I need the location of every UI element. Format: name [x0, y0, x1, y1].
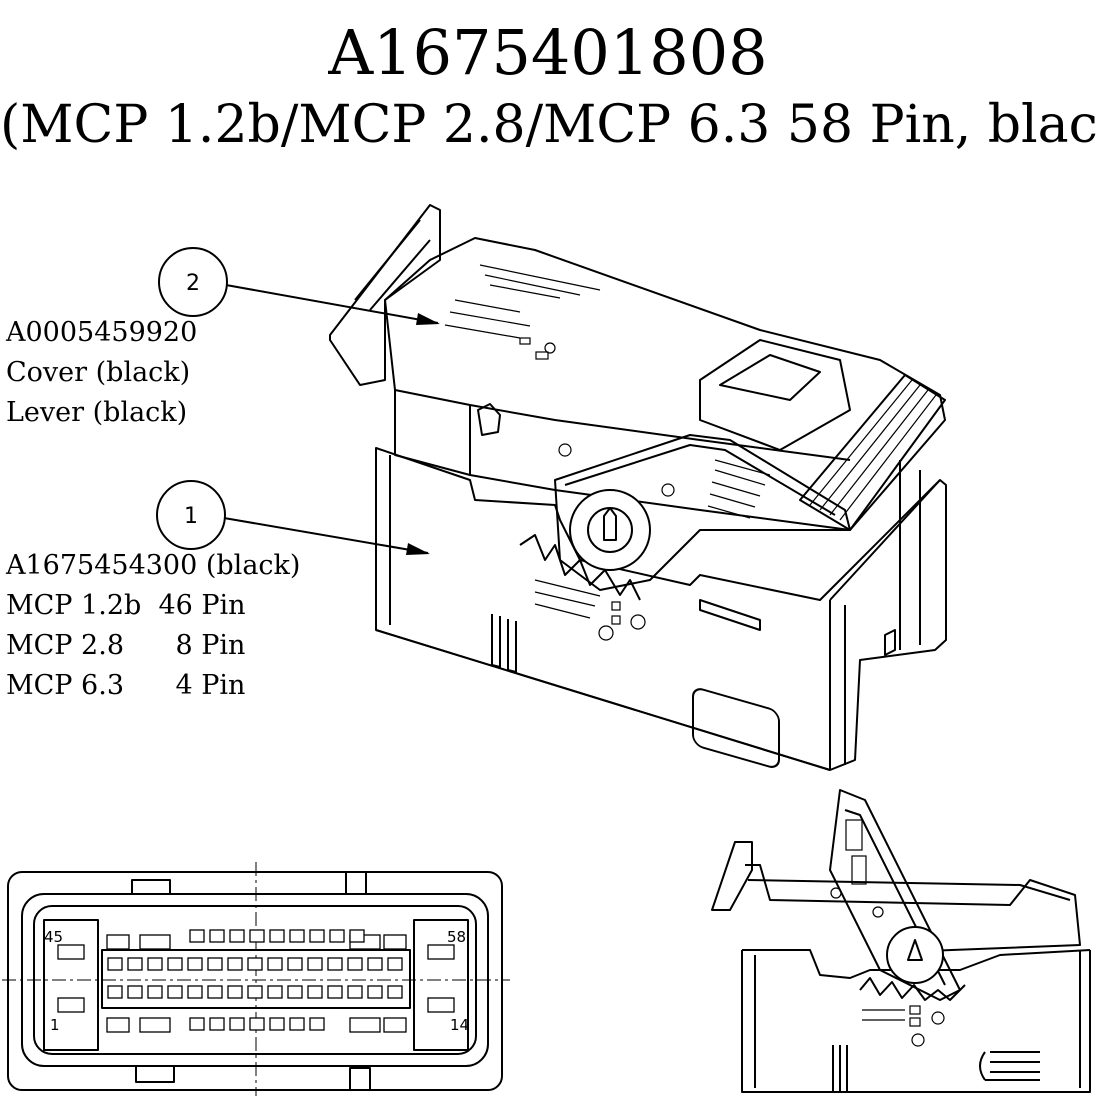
pin-cavity	[147, 985, 163, 999]
pin-cavity	[347, 957, 363, 971]
callout-1-mcp28-label: MCP 2.8 8 Pin	[6, 630, 246, 661]
pin-cavity	[187, 985, 203, 999]
pin-cavity	[307, 957, 323, 971]
callout-2-lever-label: Lever (black)	[6, 397, 188, 428]
callout-2-cover-label: Cover (black)	[6, 357, 191, 388]
pin-cavity	[249, 929, 265, 943]
pin-cavity	[289, 929, 305, 943]
pin-cavity	[147, 957, 163, 971]
pin-cavity	[247, 957, 263, 971]
callout-1-number: 1	[184, 504, 198, 529]
callout-1: 1	[156, 480, 430, 555]
pin-cavity	[367, 985, 383, 999]
pin-cavity	[289, 1017, 305, 1031]
pin-cavity	[207, 957, 223, 971]
pin-label-58: 58	[447, 928, 466, 946]
connector-side-view	[711, 789, 1091, 1093]
pin-label-45: 45	[44, 928, 63, 946]
pin-cavity	[209, 1017, 225, 1031]
part-number-title: A1675401808	[328, 16, 768, 89]
pin-cavity	[267, 957, 283, 971]
pin-cavity	[167, 985, 183, 999]
pin-cavity	[267, 985, 283, 999]
pin-cavity	[307, 985, 323, 999]
pin-cavity	[347, 985, 363, 999]
pin-cavity	[327, 985, 343, 999]
pin-cavity	[187, 957, 203, 971]
pin-cavity	[189, 929, 205, 943]
pin-cavity	[387, 957, 403, 971]
isometric-connector-view	[329, 204, 947, 771]
pin-label-14: 14	[450, 1016, 469, 1034]
pin-cavity	[227, 985, 243, 999]
pin-cavity	[287, 957, 303, 971]
connector-front-face-view: 45 58 1 14	[2, 862, 510, 1096]
part-description-subtitle: (MCP 1.2b/MCP 2.8/MCP 6.3 58 Pin, black)	[0, 95, 1096, 155]
pin-cavity	[367, 957, 383, 971]
pin-cavity	[229, 1017, 245, 1031]
pin-cavity	[167, 957, 183, 971]
pin-cavity	[309, 1017, 325, 1031]
mcp12b-pin-grid	[107, 929, 403, 1031]
pin-cavity	[249, 1017, 265, 1031]
callout-1-part-number: A1675454300 (black)	[6, 550, 301, 581]
pin-cavity	[269, 1017, 285, 1031]
callout-1-mcp12b-label: MCP 1.2b 46 Pin	[6, 590, 246, 621]
pin-cavity	[309, 929, 325, 943]
pin-cavity	[127, 957, 143, 971]
pin-cavity	[327, 957, 343, 971]
pin-cavity	[269, 929, 285, 943]
pin-cavity	[107, 985, 123, 999]
callout-1-mcp63-label: MCP 6.3 4 Pin	[6, 670, 246, 701]
pin-cavity	[209, 929, 225, 943]
pin-label-1: 1	[50, 1016, 60, 1034]
pin-cavity	[349, 929, 365, 943]
pin-cavity	[329, 929, 345, 943]
pin-cavity	[207, 985, 223, 999]
pin-cavity	[127, 985, 143, 999]
pin-cavity	[229, 929, 245, 943]
pin-cavity	[387, 985, 403, 999]
pin-cavity	[189, 1017, 205, 1031]
pin-cavity	[287, 985, 303, 999]
callout-2: 2	[158, 247, 440, 325]
pin-cavity	[227, 957, 243, 971]
pin-cavity	[247, 985, 263, 999]
pin-cavity	[107, 957, 123, 971]
callout-2-part-number: A0005459920	[6, 317, 198, 348]
callout-2-number: 2	[186, 271, 200, 296]
